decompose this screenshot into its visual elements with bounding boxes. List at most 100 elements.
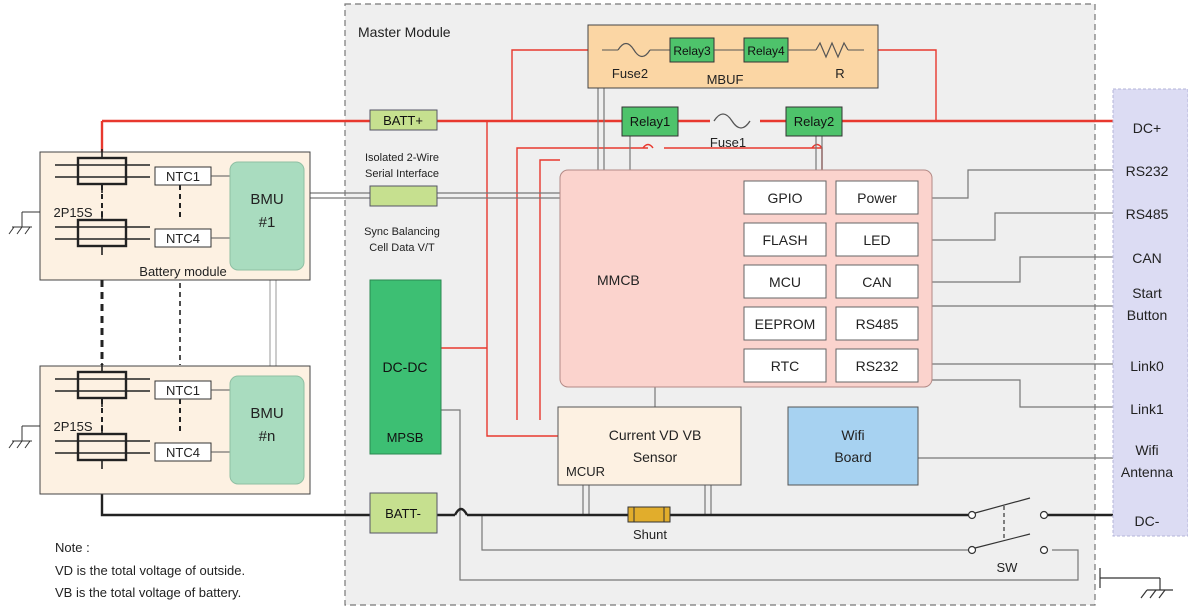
ntc-label: NTC4 (166, 231, 200, 246)
ground-icon (1099, 568, 1173, 599)
cell-group-icon (55, 363, 150, 407)
batt-plus-label: BATT+ (383, 113, 423, 128)
switch-contact (1039, 510, 1049, 520)
relay2-label: Relay2 (794, 114, 834, 129)
mmcb-block-label: MCU (769, 274, 801, 290)
ntc-label: NTC4 (166, 445, 200, 460)
mbuf-left-wire (511, 49, 588, 121)
port-label: Link0 (1130, 358, 1164, 374)
wifi-board (787, 406, 919, 486)
relay-drive-wire (539, 159, 560, 420)
dcdc-label: DC-DC (382, 359, 427, 375)
battery-module-caption: Battery module (139, 264, 226, 279)
mmcb-block-label: LED (863, 232, 890, 248)
master-module-title: Master Module (358, 24, 451, 40)
relay2-box (785, 106, 843, 137)
mpsb-label: MPSB (387, 430, 424, 445)
port-label: CAN (1132, 250, 1162, 266)
relay3-label: Relay3 (673, 44, 711, 58)
batt-plus-terminal (369, 109, 438, 131)
sw-feed-wire (481, 515, 968, 551)
rs485-wire (932, 212, 1113, 241)
cell-config-label: 2P15S (53, 205, 92, 220)
note-line-vd: VD is the total voltage of outside. (55, 563, 245, 578)
mmcb-block-rtc (743, 348, 827, 383)
relay1-box (621, 106, 679, 137)
bmu-label: BMU (250, 191, 283, 208)
switch-contact (967, 545, 977, 555)
cell-group-icon (55, 149, 150, 193)
bmu-number: #n (259, 428, 276, 445)
port-label: Button (1127, 307, 1167, 323)
cell-group-icon (55, 425, 150, 469)
contactor-switch (967, 497, 1049, 555)
sensor-feed-wire (486, 121, 558, 437)
wire-crossover (811, 143, 823, 149)
mmcb-block-gpio (743, 180, 827, 215)
resistor-label: R (835, 66, 844, 81)
fuse1-label: Fuse1 (710, 135, 746, 150)
note-line-vb: VB is the total voltage of battery. (55, 585, 241, 600)
fuse2-icon (617, 42, 651, 58)
rs232-wire (932, 169, 1113, 199)
switch-blade (974, 533, 1031, 549)
relay4-box (743, 37, 789, 63)
switch-blade (974, 497, 1031, 514)
can-wire (932, 256, 1113, 283)
note-title: Note : (55, 540, 90, 555)
link1-wire (932, 379, 1113, 408)
ground-icon (8, 211, 40, 235)
fuse2-label: Fuse2 (612, 66, 648, 81)
switch-contact (967, 510, 977, 520)
wifi-line1: Wifi (841, 427, 864, 443)
mbuf-block: Relay3 Relay4 Fuse2 MBUF R (587, 24, 879, 89)
resistor-icon (815, 41, 849, 59)
relay3-box (669, 37, 715, 63)
bmu-number: #1 (259, 214, 276, 231)
wire-crossover (453, 507, 469, 516)
balancing-line2: Cell Data V/T (369, 242, 435, 254)
port-label: DC- (1135, 513, 1160, 529)
port-label: Start (1132, 285, 1162, 301)
shunt-resistor (627, 506, 671, 523)
port-label: RS232 (1126, 163, 1169, 179)
main-relay-path: Relay1 Fuse1 Relay2 (621, 106, 843, 150)
mcur-block (557, 406, 742, 486)
relay4-label: Relay4 (747, 44, 785, 58)
port-label: Link1 (1130, 401, 1164, 417)
mbuf-box (587, 24, 879, 89)
ground-icon (8, 425, 40, 449)
signal-wiring (269, 88, 1113, 581)
mmcb-block-mcu (743, 264, 827, 299)
balancing-line1: Sync Balancing (364, 226, 440, 238)
port-label: Wifi (1135, 442, 1158, 458)
mcur-label: MCUR (566, 464, 605, 479)
batt-minus-terminal (369, 492, 438, 534)
mmcb-block-label: Power (857, 190, 897, 206)
mmcb-block-label: EEPROM (755, 316, 816, 332)
mmcb-block-label: RS485 (856, 316, 899, 332)
mmcb-block-led (835, 222, 919, 257)
ntc-label: NTC1 (166, 383, 200, 398)
mmcb-block-label: CAN (862, 274, 892, 290)
mmcb-block-can (835, 264, 919, 299)
sw-return-wire (441, 409, 1079, 581)
mmcb-block-eeprom (743, 306, 827, 341)
serial-interface-line1: Isolated 2-Wire (365, 152, 439, 164)
fuse1-icon (713, 113, 751, 129)
mmcb-block-rs232 (835, 348, 919, 383)
bmu-board (229, 161, 305, 271)
port-label: Antenna (1121, 464, 1173, 480)
mmcb-block-rs485 (835, 306, 919, 341)
mmcb-block-flash (743, 222, 827, 257)
serial-isolator (369, 185, 438, 207)
serial-interface-line2: Serial Interface (365, 168, 439, 180)
mbuf-label: MBUF (707, 72, 744, 87)
mmcb-block-label: GPIO (767, 190, 802, 206)
wifi-line2: Board (834, 449, 871, 465)
batt-minus-label: BATT- (385, 506, 421, 521)
ntc-label: NTC1 (166, 169, 200, 184)
